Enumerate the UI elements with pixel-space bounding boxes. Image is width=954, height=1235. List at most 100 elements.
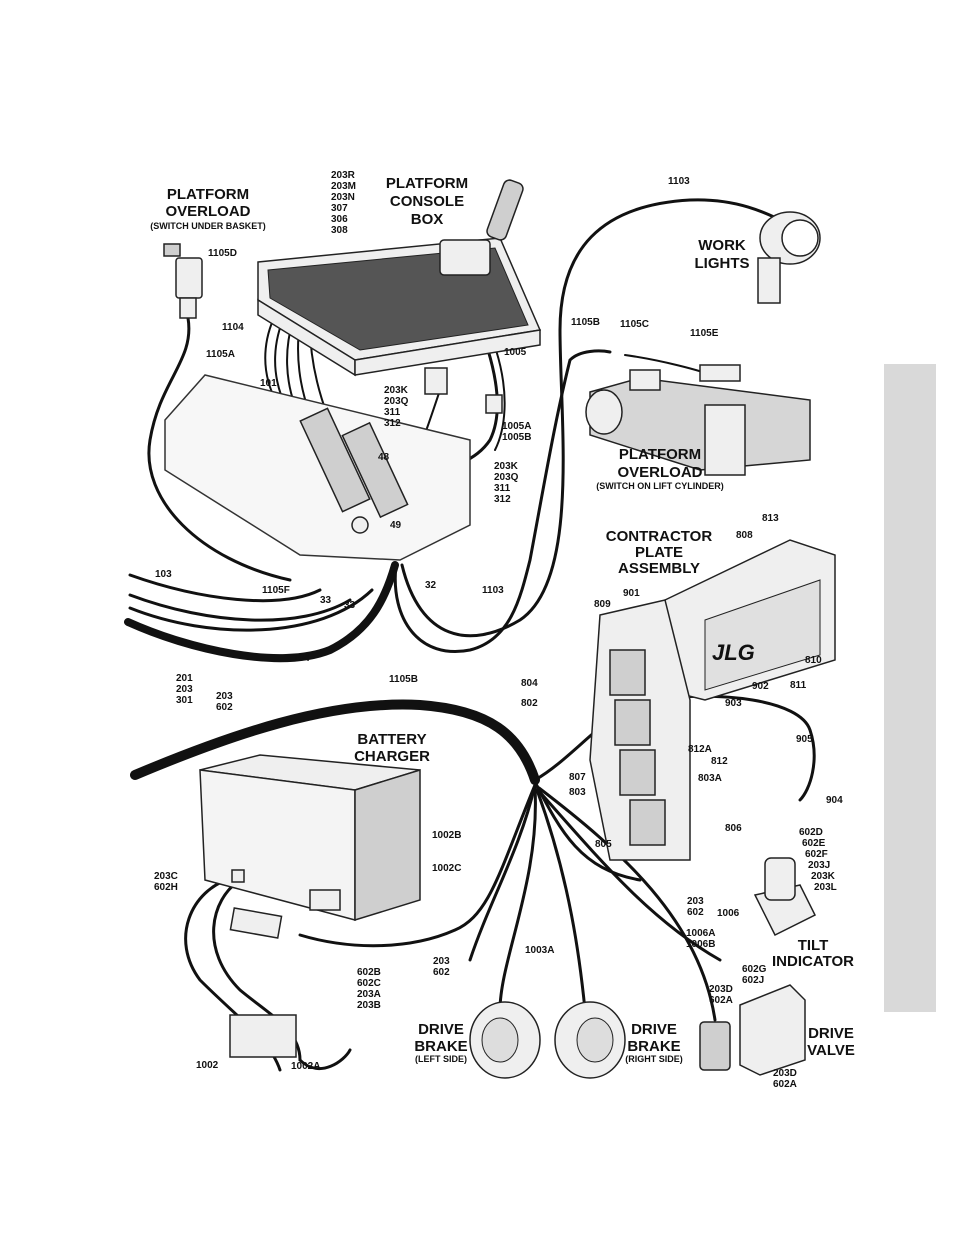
label-201: 201 bbox=[176, 673, 193, 684]
label-1006a: 1006A bbox=[686, 928, 715, 939]
label-805: 805 bbox=[595, 839, 612, 850]
label-602f: 602F bbox=[805, 849, 828, 860]
label-602-a: 602 bbox=[216, 702, 233, 713]
label-1002c: 1002C bbox=[432, 863, 461, 874]
label-811: 811 bbox=[790, 680, 807, 691]
wire-to-brake-right bbox=[535, 788, 587, 1012]
label-901: 901 bbox=[623, 588, 640, 599]
label-802: 802 bbox=[521, 698, 538, 709]
wire-bundle-203 bbox=[128, 588, 374, 632]
platform-overload-basket-subtitle: (SWITCH UNDER BASKET) bbox=[150, 221, 266, 231]
tilt-indicator bbox=[753, 857, 817, 937]
label-1105e: 1105E bbox=[690, 328, 719, 339]
label-203k-c: 203K bbox=[811, 871, 836, 882]
label-804: 804 bbox=[521, 678, 538, 689]
label-32: 32 bbox=[425, 580, 437, 591]
wire-to-tilt bbox=[536, 788, 722, 962]
battery-charger-title-2: CHARGER bbox=[354, 748, 430, 765]
label-203k-a-1: 203K bbox=[384, 385, 409, 396]
drive-brake-right-subtitle: (RIGHT SIDE) bbox=[625, 1054, 683, 1064]
label-1005a: 1005A bbox=[502, 421, 531, 432]
component-titles: PLATFORM OVERLOAD (SWITCH UNDER BASKET) … bbox=[150, 175, 855, 1064]
label-203k-a-3: 311 bbox=[384, 407, 401, 418]
label-807: 807 bbox=[569, 772, 586, 783]
label-203m: 203M bbox=[331, 181, 356, 192]
contractor-plate-title-1: CONTRACTOR bbox=[606, 528, 713, 545]
label-1105b-top: 1105B bbox=[571, 317, 600, 328]
label-306: 306 bbox=[331, 214, 348, 225]
label-33-b: 33 bbox=[344, 600, 356, 611]
platform-overload-basket-title-2: OVERLOAD bbox=[165, 203, 250, 220]
work-lights bbox=[757, 211, 821, 304]
platform-overload-cyl-title-1: PLATFORM bbox=[619, 446, 701, 463]
label-602e: 602E bbox=[802, 838, 826, 849]
battery-charger bbox=[199, 754, 421, 1058]
label-49: 49 bbox=[390, 520, 402, 531]
label-813: 813 bbox=[762, 513, 779, 524]
label-203k-a-2: 203Q bbox=[384, 396, 409, 407]
label-809: 809 bbox=[594, 599, 611, 610]
page-side-tab bbox=[884, 364, 936, 1012]
label-1002b: 1002B bbox=[432, 830, 461, 841]
wire-1105a bbox=[147, 316, 292, 582]
console-box-title-1: PLATFORM bbox=[386, 175, 468, 192]
label-1103-top: 1103 bbox=[668, 176, 690, 187]
wire-103 bbox=[128, 573, 322, 603]
label-803a: 803A bbox=[698, 773, 722, 784]
drive-brake-right-title-2: BRAKE bbox=[627, 1038, 680, 1055]
label-203b: 203B bbox=[357, 1000, 381, 1011]
wire-602b bbox=[298, 783, 537, 948]
drive-brake-left-title-2: BRAKE bbox=[414, 1038, 467, 1055]
label-905: 905 bbox=[796, 734, 813, 745]
label-203d-b: 203D bbox=[773, 1068, 797, 1079]
label-602d: 602D bbox=[799, 827, 823, 838]
label-904: 904 bbox=[826, 795, 843, 806]
label-1002: 1002 bbox=[196, 1060, 219, 1071]
label-1104: 1104 bbox=[222, 322, 244, 333]
drive-valve bbox=[699, 984, 806, 1076]
wire-1103 bbox=[400, 198, 792, 638]
label-203c: 203C bbox=[154, 871, 178, 882]
label-307: 307 bbox=[331, 203, 348, 214]
platform-console-box bbox=[257, 179, 542, 377]
wire-to-brake-left bbox=[498, 786, 537, 1012]
label-602-c: 602 bbox=[687, 907, 704, 918]
label-1105b-bottom: 1105B bbox=[389, 674, 418, 685]
platform-overload-cyl-title-2: OVERLOAD bbox=[617, 464, 702, 481]
contractor-plate-title-3: ASSEMBLY bbox=[618, 560, 700, 577]
label-1006: 1006 bbox=[717, 908, 740, 919]
label-602c: 602C bbox=[357, 978, 381, 989]
lift-cylinder bbox=[585, 364, 811, 476]
label-203k-a-4: 312 bbox=[384, 418, 401, 429]
label-602h: 602H bbox=[154, 882, 178, 893]
label-810: 810 bbox=[805, 655, 822, 666]
drive-brake-left-subtitle: (LEFT SIDE) bbox=[415, 1054, 467, 1064]
label-101: 101 bbox=[260, 378, 277, 389]
label-203k-b-2: 203Q bbox=[494, 472, 519, 483]
drive-valve-title-1: DRIVE bbox=[808, 1025, 854, 1042]
label-602a-b: 602A bbox=[773, 1079, 797, 1090]
label-803: 803 bbox=[569, 787, 586, 798]
label-903: 903 bbox=[725, 698, 742, 709]
drive-brake-right bbox=[554, 1001, 626, 1079]
label-1006b: 1006B bbox=[686, 939, 715, 950]
platform-overload-basket-title-1: PLATFORM bbox=[167, 186, 249, 203]
label-48: 48 bbox=[378, 452, 390, 463]
label-203j: 203J bbox=[808, 860, 830, 871]
label-103: 103 bbox=[155, 569, 172, 580]
wire-bundle-201 bbox=[128, 593, 352, 622]
contractor-plate-assembly: JLG bbox=[589, 539, 836, 861]
drive-brake-left bbox=[469, 1001, 541, 1079]
label-33-a: 33 bbox=[320, 595, 332, 606]
label-203r: 203R bbox=[331, 170, 356, 181]
label-203-b: 203 bbox=[216, 691, 233, 702]
wire-labels: 203R 203M 203N 307 306 308 1105D 1104 11… bbox=[154, 170, 843, 1090]
label-203l: 203L bbox=[814, 882, 837, 893]
tilt-indicator-title-1: TILT bbox=[798, 937, 829, 954]
label-301: 301 bbox=[176, 695, 193, 706]
label-902: 902 bbox=[752, 681, 769, 692]
junction-box-enclosure bbox=[164, 367, 503, 561]
label-203k-b-4: 312 bbox=[494, 494, 511, 505]
